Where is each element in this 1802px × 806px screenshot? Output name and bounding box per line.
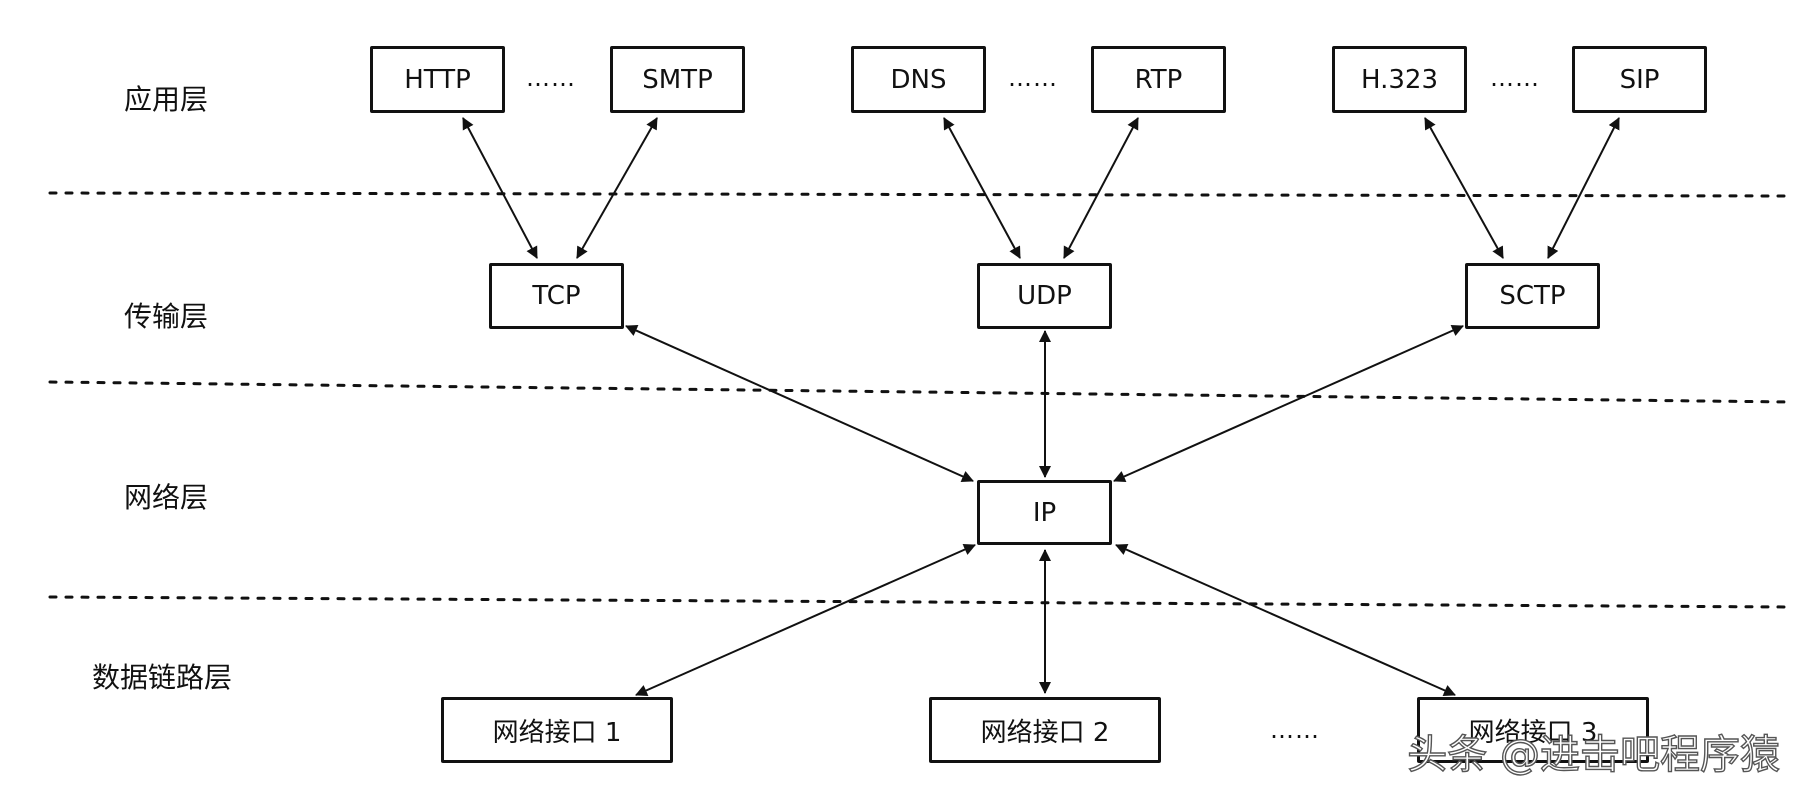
layer-separator-1 xyxy=(48,191,1792,198)
arrow-dns-udp xyxy=(943,117,1021,259)
node-rtp: RTP xyxy=(1091,46,1226,113)
arrow-http-tcp xyxy=(462,117,538,259)
arrow-ip-if1 xyxy=(635,543,976,697)
layer-separator-2 xyxy=(48,380,1792,404)
node-h323: H.323 xyxy=(1332,46,1467,113)
arrow-ip-if3 xyxy=(1115,543,1456,697)
ellipsis-app-2: …… xyxy=(1008,64,1058,92)
ellipsis-app-1: …… xyxy=(526,64,576,92)
node-http: HTTP xyxy=(370,46,505,113)
layer-label-datalink: 数据链路层 xyxy=(92,661,233,694)
layer-separator-3 xyxy=(48,595,1792,609)
node-dns: DNS xyxy=(851,46,986,113)
node-sctp: SCTP xyxy=(1465,263,1600,329)
watermark: 头条 @进击吧程序猿 xyxy=(1407,731,1781,778)
node-interface-3: 网络接口 3 xyxy=(1417,697,1649,763)
arrow-smtp-tcp xyxy=(576,117,658,259)
layer-label-network: 网络层 xyxy=(124,481,209,514)
node-interface-2: 网络接口 2 xyxy=(929,697,1161,763)
layer-label-transport: 传输层 xyxy=(124,300,209,333)
ellipsis-interfaces: …… xyxy=(1270,716,1320,744)
node-sip: SIP xyxy=(1572,46,1707,113)
arrow-tcp-ip xyxy=(625,325,974,482)
node-udp: UDP xyxy=(977,263,1112,329)
node-ip: IP xyxy=(977,480,1112,545)
node-tcp: TCP xyxy=(489,263,624,329)
ellipsis-app-3: …… xyxy=(1490,64,1540,92)
arrow-rtp-udp xyxy=(1063,117,1139,259)
node-interface-1: 网络接口 1 xyxy=(441,697,673,763)
layer-label-application: 应用层 xyxy=(124,83,209,116)
arrow-sctp-ip xyxy=(1113,324,1464,483)
arrow-sip-sctp xyxy=(1547,117,1620,259)
arrow-h323-sctp xyxy=(1424,117,1504,259)
node-smtp: SMTP xyxy=(610,46,745,113)
